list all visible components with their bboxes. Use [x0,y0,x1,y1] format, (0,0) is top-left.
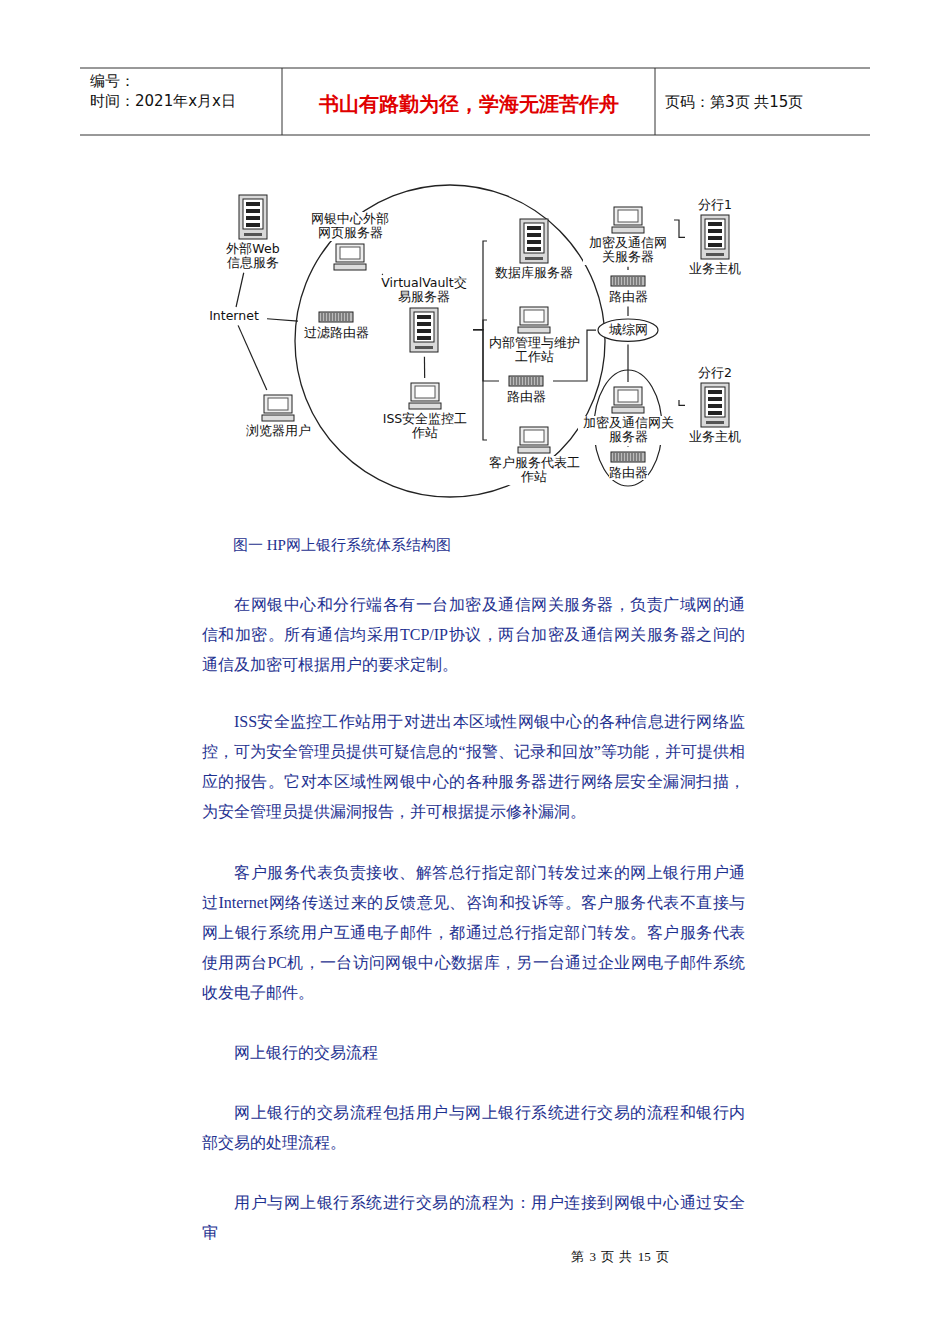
tower-icon [409,307,439,353]
network-ellipse: 城综网 [597,318,659,342]
monitor-icon [611,386,645,414]
center-region-outline [295,185,605,497]
monitor-icon [517,306,551,334]
body-paragraph: 网上银行的交易流程 [202,1038,745,1068]
network-link [627,306,628,316]
node-label: 数据库服务器 [495,266,573,280]
node-label: VirtualVault交易服务器 [376,276,472,305]
node-label: Internet [209,309,259,323]
network-link [236,273,244,307]
device-node: 数据库服务器 [488,216,580,280]
node-label: 客户服务代表工作站 [488,456,580,485]
network-link [238,325,267,390]
body-paragraph: ISS安全监控工作站用于对进出本区域性网银中心的各种信息进行网络监控，可为安全管… [202,707,745,827]
header-divider [282,68,283,135]
device-node: 路由器 [500,372,552,404]
node-label: 路由器 [609,466,648,480]
header-text: 时间：2021年x月x日 [90,91,275,111]
node-label: 浏览器用户 [246,424,311,438]
node-label: 网银中心外部网页服务器 [305,212,395,241]
node-label: 外部Web信息服务 [222,242,284,271]
tower-icon [700,382,730,428]
network-node: Internet [203,309,265,323]
device-node: 浏览器用户 [238,392,318,438]
router-icon [610,274,646,288]
network-link [627,344,628,382]
monitor-icon [333,243,367,271]
header-rule [80,68,870,69]
header-rule [80,135,870,136]
body-paragraph: 客户服务代表负责接收、解答总行指定部门转发过来的网上银行用户通过Internet… [202,858,745,1008]
device-node: 分行2 业务主机 [686,366,744,445]
node-label: 路由器 [609,290,648,304]
network-link [473,241,487,330]
device-node: 网银中心外部网页服务器 [305,212,395,273]
monitor-icon [517,426,551,454]
tower-icon [519,218,549,264]
tower-icon [700,214,730,260]
figure-caption: 图一 HP网上银行系统体系结构图 [233,534,733,556]
device-node: VirtualVault交易服务器 [376,276,472,355]
device-node: 路由器 [600,448,656,480]
monitor-icon [408,382,442,410]
network-link [473,330,487,440]
node-label: 业务主机 [689,262,741,276]
device-node: 加密及通信网关服务器 [583,204,673,265]
network-link [267,319,298,321]
device-node: 路由器 [600,272,656,304]
body-paragraph: 在网银中心和分行端各有一台加密及通信网关服务器，负责广域网的通信和加密。所有通信… [202,590,745,680]
router-icon [508,374,544,388]
node-label: 过滤路由器 [304,326,369,340]
device-node: 客户服务代表工作站 [488,424,580,485]
node-label: 分行2 [698,366,732,380]
router-icon [610,450,646,464]
node-label: 内部管理与维护工作站 [488,336,580,365]
device-node: 过滤路由器 [300,308,372,340]
body-paragraph: 网上银行的交易流程包括用户与网上银行系统进行交易的流程和银行内部交易的处理流程。 [202,1098,745,1158]
body-paragraph: 用户与网上银行系统进行交易的流程为：用户连接到网银中心通过安全审 [202,1188,745,1248]
network-link [473,320,487,330]
header-text: 编号： [90,71,275,91]
device-node: 外部Web信息服务 [222,192,284,271]
network-link [674,220,685,237]
monitor-icon [611,206,645,234]
node-label: ISS安全监控工作站 [380,412,470,441]
header-text: 页码：第3页 共15页 [665,92,865,112]
network-link [424,357,425,378]
monitor-icon [261,394,295,422]
device-node: 内部管理与维护工作站 [488,304,580,365]
network-link [679,400,685,405]
node-label: 加密及通信网关服务器 [583,236,673,265]
node-label: 路由器 [507,390,546,404]
tower-icon [238,194,268,240]
router-icon [318,310,354,324]
node-label: 城综网 [609,323,648,337]
header-divider [655,68,656,135]
device-node: 分行1 业务主机 [686,198,744,277]
network-link [627,267,628,270]
header-text: 书山有路勤为径，学海无涯苦作舟 [282,91,655,117]
device-node: 加密及通信网关服务器 [578,384,678,445]
page-footer: 第 3 页 共 15 页 [520,1248,720,1266]
network-link [627,445,628,447]
device-node: ISS安全监控工作站 [380,380,470,441]
node-label: 业务主机 [689,430,741,444]
node-label: 加密及通信网关服务器 [578,416,678,445]
node-label: 分行1 [698,198,732,212]
